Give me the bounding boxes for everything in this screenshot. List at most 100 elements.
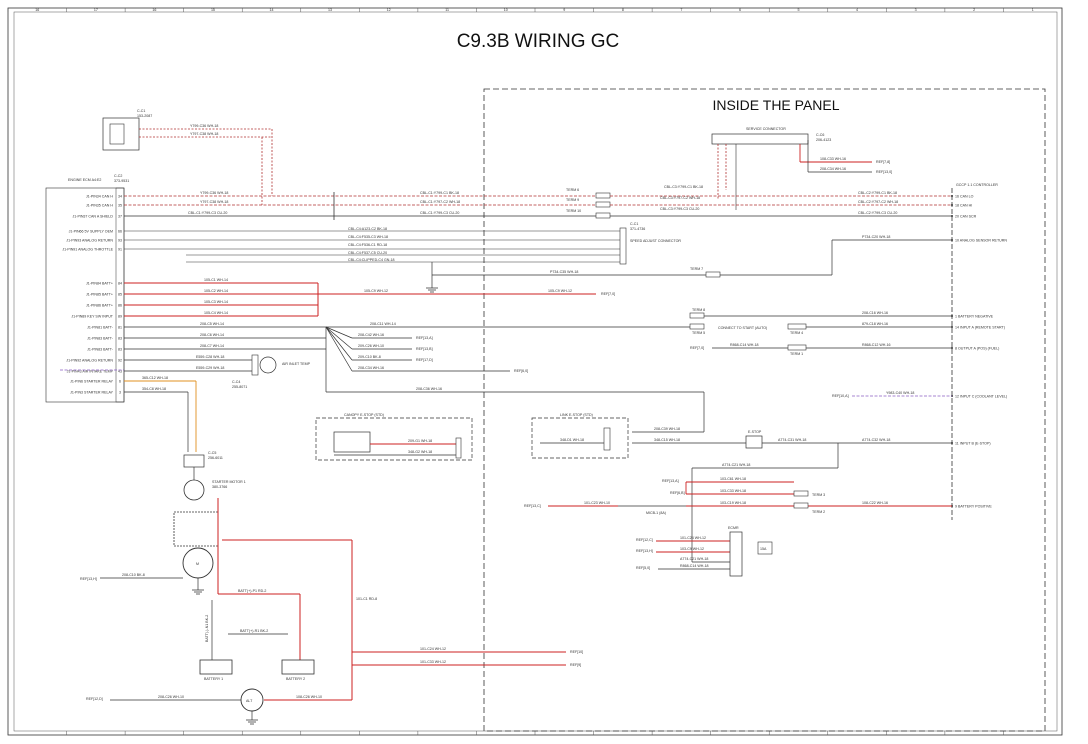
c19-label: 103-C19 WH-18 [720, 501, 746, 505]
term10-block [595, 212, 611, 219]
cbl-c2-3: CBL-C2:Y799-C3 CU-20 [858, 211, 897, 215]
ecm-conn-part: 373-9531 [114, 179, 129, 183]
p734-left-label: P734-C35 WH-18 [550, 270, 578, 274]
motor-m-label: M [196, 562, 199, 566]
cbl-c1-can-label: CBL-C1:Y799-C1 BK-18 [420, 191, 459, 195]
ruler-label: 12 [387, 8, 391, 12]
term7-label: TERM 7 [690, 267, 703, 271]
c33-low-label: 101-C33 WH-12 [420, 660, 446, 664]
sc-a-label: 108-C33 WH-16 [820, 157, 846, 161]
cbl-c2-2: CBL-C2:Y797-C2 WH-18 [858, 200, 898, 204]
cbl-c3-2: CBL-C3:Y797-C2 WH-18 [660, 196, 700, 200]
canopy-estop-box [315, 417, 473, 461]
ruler-label: 8 [622, 8, 624, 12]
controller-pin-label: 8 OUTPUT A (POS) (FUEL) [955, 347, 999, 351]
ref-13-c: REF[13,C] [524, 504, 541, 508]
controller-pin-label: 11 INPUT B (E-STOP) [955, 442, 991, 446]
controller-pin-label: 20 CAN SCR [955, 215, 977, 219]
ref-5-0: REF[5,0] [636, 566, 650, 570]
ecm-pin-label: J1-PIN37 CAN A SHIELD [72, 215, 113, 219]
cbl-c3-1: CBL-C3:Y799-C1 BK-18 [664, 185, 703, 189]
service-connector-label: SERVICE CONNECTOR [746, 127, 786, 131]
canopy-g2-label: 348-G2 WH-18 [408, 450, 432, 454]
cbl-c3-3: CBL-C3:Y799-C3 CU-20 [660, 207, 699, 211]
ref-10-a: REF[10,A] [832, 394, 849, 398]
batt-right-label: 105-C9 WH-12 [548, 289, 572, 293]
battery1-label: BATTERY 1 [204, 677, 223, 681]
controller-pin-label: 12 INPUT C (COOLANT LEVEL) [955, 395, 1007, 399]
speed-adjust-label: SPEED ADJUST CONNECTOR [630, 239, 681, 243]
cc1-part: 153-2087 [137, 114, 152, 118]
ecm-pin-number: 93 [118, 239, 122, 243]
starter-solenoid [183, 479, 205, 501]
controller-pin-label: 18 CAN HI [955, 204, 972, 208]
ruler-label: 16 [35, 8, 39, 12]
gnd3-label: 208-C7 WH-14 [200, 344, 224, 348]
batt4-label: 105-C4 WH-14 [204, 311, 228, 315]
ecm-pin-label: J1-PIN93 ANALOG RETURN [66, 239, 113, 243]
ecm-pin-label: J1-PIN6 STARTER RELAY [70, 380, 114, 384]
starter1-label: 365-C12 WH-18 [142, 376, 168, 380]
estop-switch [745, 435, 763, 449]
ecm-pin-number: 92 [118, 359, 122, 363]
air-inlet-label: AIR INLET TEMP [282, 362, 311, 366]
controller-pin-label: 9 BATTERY POSITIVE [955, 505, 992, 509]
cbl-c4-3-label: CBL-C4:F536-C1 RD-18 [348, 243, 387, 247]
batt-r1-label: BATT(+)-R1 BK-2 [240, 629, 268, 633]
sc-b-label: 208-C34 WH-16 [820, 167, 846, 171]
term7-block [705, 271, 721, 278]
connect-start-label: CONNECT TO START (AUTO) [718, 326, 767, 330]
starter-motor-label: STARTER MOTOR 1 [212, 480, 246, 484]
cc1b-part: 371-4736 [630, 227, 645, 231]
p734-right-label: P734-C20 WH-18 [862, 235, 890, 239]
ecm-pin-label: J1-PIN43 AIR INTAKE TEMP [67, 370, 114, 374]
ecmr-fuse [757, 541, 773, 555]
gnd-c42-label: 208-C42 WH-16 [358, 333, 384, 337]
estop-c39-label: 208-C39 WH-18 [654, 427, 680, 431]
term1-block [787, 344, 807, 351]
can-connector-inner [109, 123, 125, 145]
inside-panel-boundary [483, 88, 1046, 732]
canopy-estop-label: CANOPY E-STOP (STD) [344, 413, 384, 417]
cc1-label: C-C1 [137, 109, 145, 113]
ref-13-0: REF[13,0] [876, 170, 892, 174]
ecm-pin-number: 6 [119, 380, 121, 384]
ecm-pin-number: 3 [119, 391, 121, 395]
ruler-label: 5 [798, 8, 800, 12]
ecm-pin-label: J1-PIN91 ANALOG THROTTLE [62, 248, 113, 252]
starter2-label: 354-C8 WH-18 [142, 387, 166, 391]
c33-label: 103-C33 WH-18 [720, 489, 746, 493]
link-estop-connector [603, 427, 611, 451]
alt-left-label: 208-C26 WH-10 [158, 695, 184, 699]
service-connector-body [711, 133, 809, 145]
term5-block [689, 323, 705, 330]
starter-part-label: 380-3766 [212, 485, 227, 489]
motor-ground-symbol [192, 589, 204, 595]
term2-block [793, 502, 809, 509]
ait-connector [251, 354, 259, 376]
ruler-label: 11 [445, 8, 449, 12]
ruler-label: 13 [328, 8, 332, 12]
batt-minus-lines [124, 326, 705, 432]
ref-13-a: REF[13,A] [416, 336, 433, 340]
batt-plus-bus [124, 282, 596, 317]
ecm-pin-label: J1-PIN86 BATT+ [86, 304, 113, 308]
c23-label: 101-C23 WH-10 [584, 501, 610, 505]
term2-label: TERM 2 [812, 510, 825, 514]
ecmr-relay [729, 531, 743, 577]
a774-c32-label: A774-C32 WH-18 [862, 438, 890, 442]
ecm-connector-strip [115, 187, 125, 403]
ruler-label: 15 [211, 8, 215, 12]
ecm-pin-number: 83 [118, 337, 122, 341]
controller-pin-label: 14 INPUT A (REMOTE START) [955, 326, 1005, 330]
r868-b-label: R868-C12 WH-16 [862, 343, 891, 347]
alt-ground-symbol [246, 719, 258, 725]
p734-ground-symbol [426, 287, 438, 293]
speed-adjust-connector [619, 227, 627, 265]
ref-12-c: REF[12,C] [636, 538, 653, 542]
term3-block [793, 490, 809, 497]
gnd1-label: 208-C5 WH-14 [200, 322, 224, 326]
ecm-pin-label: J1-PIN83 BATT- [87, 348, 114, 352]
ruler-label: 3 [915, 8, 917, 12]
